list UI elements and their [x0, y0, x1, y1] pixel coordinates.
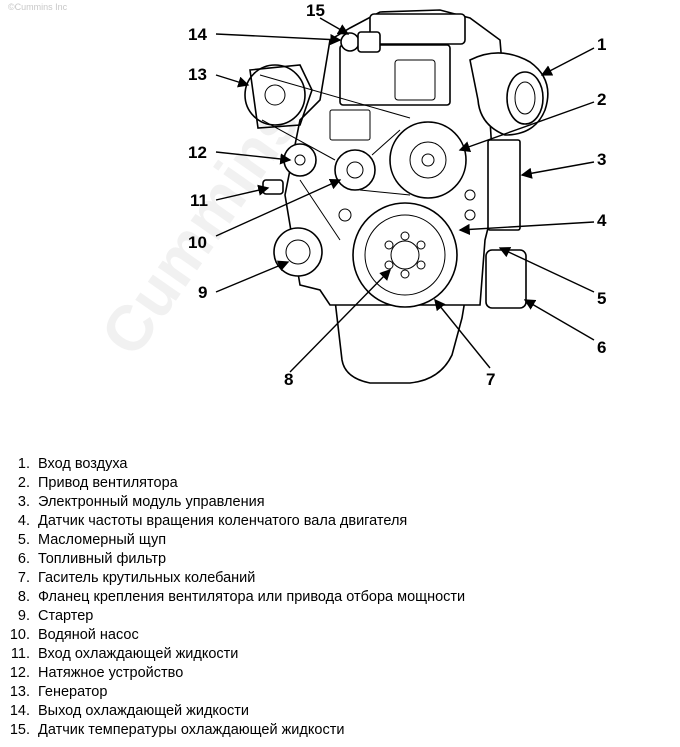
- legend-item: 4. Датчик частоты вращения коленчатого ва…: [8, 512, 668, 531]
- callout-13: 13: [188, 65, 207, 84]
- legend-item: 1. Вход воздуха: [8, 455, 668, 474]
- callout-8: 8: [284, 370, 293, 389]
- legend-number: 3.: [17, 494, 30, 510]
- legend-item: 11. Вход охлаждающей жидкости: [8, 645, 668, 664]
- callout-14: 14: [188, 25, 207, 44]
- legend-number: 14.: [9, 703, 30, 719]
- legend-number: 15.: [9, 722, 30, 738]
- legend-number: 12.: [9, 665, 30, 681]
- legend-label: Натяжное устройство: [38, 665, 184, 681]
- watermark-logo: Cummins: [87, 88, 313, 368]
- callout-labels: 1 2 3 4 5 6 7 8 9 10 11 12 13 14 15: [188, 1, 607, 389]
- legend-item: 2. Привод вентилятора: [8, 474, 668, 493]
- legend-item: 10. Водяной насос: [8, 626, 668, 645]
- legend-label: Электронный модуль управления: [38, 494, 265, 510]
- legend-number: 11.: [10, 646, 30, 662]
- legend-number: 13.: [9, 684, 30, 700]
- legend-label: Вход воздуха: [38, 456, 128, 472]
- legend-item: 5. Масломерный щуп: [8, 531, 668, 550]
- legend-number: 9.: [17, 608, 30, 624]
- legend-label: Масломерный щуп: [38, 532, 167, 548]
- legend-item: 7. Гаситель крутильных колебаний: [8, 569, 668, 588]
- callout-3: 3: [597, 150, 606, 169]
- legend-label: Гаситель крутильных колебаний: [38, 570, 256, 586]
- callout-11: 11: [190, 191, 208, 210]
- callout-7: 7: [486, 370, 495, 389]
- legend-label: Привод вентилятора: [38, 475, 178, 491]
- legend-item: 8. Фланец крепления вентилятора или приво…: [8, 588, 668, 607]
- legend-label: Фланец крепления вентилятора или привода…: [38, 589, 466, 605]
- callout-6: 6: [597, 338, 606, 357]
- legend-label: Выход охлаждающей жидкости: [38, 703, 249, 719]
- parts-legend: 1. Вход воздуха 2. Привод вентилятора 3. Эл…: [8, 455, 668, 740]
- callout-4: 4: [597, 211, 607, 230]
- callout-15: 15: [306, 1, 325, 20]
- callout-9: 9: [198, 283, 207, 302]
- legend-item: 9. Стартер: [8, 607, 668, 626]
- legend-label: Водяной насос: [38, 627, 139, 643]
- legend-number: 5.: [17, 532, 30, 548]
- leader-lines: [215, 17, 595, 373]
- legend-item: 15. Датчик температуры охлаждающей жидкос…: [8, 721, 668, 740]
- legend-item: 6. Топливный фильтр: [8, 550, 668, 569]
- callout-12: 12: [188, 143, 207, 162]
- legend-number: 2.: [17, 475, 30, 491]
- legend-number: 8.: [17, 589, 30, 605]
- watermark-text: ©Cummins Inc: [8, 2, 68, 12]
- legend-label: Датчик температуры охлаждающей жидкости: [38, 722, 345, 738]
- legend-number: 1.: [17, 456, 30, 472]
- legend-label: Датчик частоты вращения коленчатого вала…: [38, 513, 408, 529]
- legend-label: Стартер: [38, 608, 94, 624]
- legend-number: 7.: [17, 570, 30, 586]
- callout-2: 2: [597, 90, 606, 109]
- callout-1: 1: [597, 35, 606, 54]
- callout-5: 5: [597, 289, 606, 308]
- legend-item: 12. Натяжное устройство: [8, 664, 668, 683]
- legend-label: Генератор: [38, 684, 108, 700]
- legend-item: 3. Электронный модуль управления: [8, 493, 668, 512]
- legend-item: 14. Выход охлаждающей жидкости: [8, 702, 668, 721]
- engine-illustration: [244, 9, 549, 384]
- legend-item: 13. Генератор: [8, 683, 668, 702]
- callout-10: 10: [188, 233, 207, 252]
- engine-diagram: ©Cummins Inc Cummins: [8, 1, 607, 389]
- legend-label: Топливный фильтр: [38, 551, 167, 567]
- legend-number: 4.: [17, 513, 30, 529]
- legend-label: Вход охлаждающей жидкости: [38, 646, 239, 662]
- legend-number: 6.: [17, 551, 30, 567]
- legend-number: 10.: [9, 627, 30, 643]
